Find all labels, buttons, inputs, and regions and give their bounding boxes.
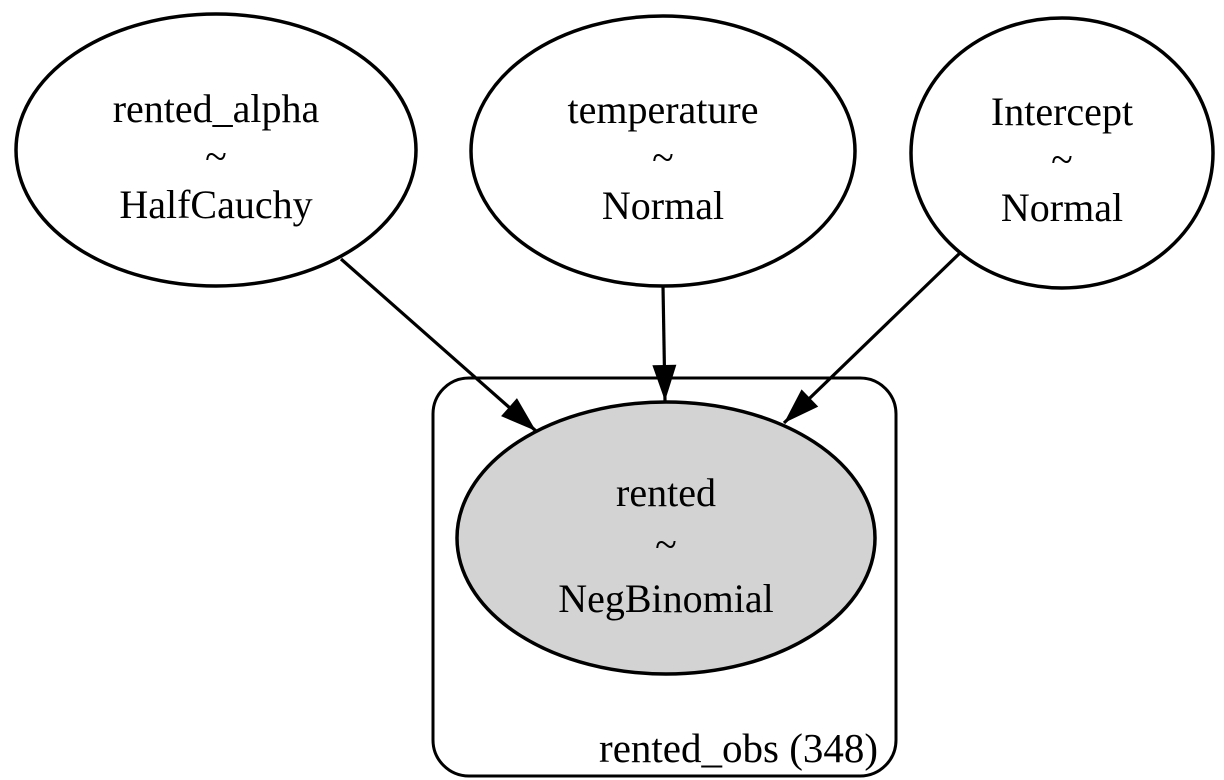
node-relation-label: ~ <box>1051 137 1073 182</box>
node-rented: rented ~ NegBinomial <box>455 400 877 676</box>
edge-line <box>782 250 963 425</box>
node-rented-ellipse <box>455 400 877 676</box>
node-rented-alpha-ellipse <box>14 12 418 288</box>
node-name-label: rented_alpha <box>113 86 320 131</box>
node-rented-alpha: rented_alpha ~ HalfCauchy <box>14 12 418 288</box>
edge-line <box>652 285 677 402</box>
node-distribution-label: Normal <box>1001 185 1123 230</box>
node-distribution-label: HalfCauchy <box>119 182 312 227</box>
edge-intercept-to-rented <box>782 250 963 425</box>
node-relation-label: ~ <box>205 134 227 179</box>
node-intercept-ellipse <box>909 16 1215 290</box>
node-distribution-label: NegBinomial <box>558 576 774 621</box>
node-intercept: Intercept ~ Normal <box>909 16 1215 290</box>
node-relation-label: ~ <box>652 135 674 180</box>
node-name-label: Intercept <box>991 89 1133 134</box>
node-relation-label: ~ <box>655 522 677 567</box>
edge-temperature-to-rented <box>652 285 677 402</box>
node-temperature-ellipse <box>469 14 857 288</box>
node-distribution-label: Normal <box>602 183 724 228</box>
node-name-label: temperature <box>568 87 759 132</box>
edge-line <box>339 257 538 433</box>
node-temperature: temperature ~ Normal <box>469 14 857 288</box>
node-name-label: rented <box>616 470 716 515</box>
edge-rented_alpha-to-rented <box>339 257 538 433</box>
plate-label: rented_obs (348) <box>599 725 878 771</box>
